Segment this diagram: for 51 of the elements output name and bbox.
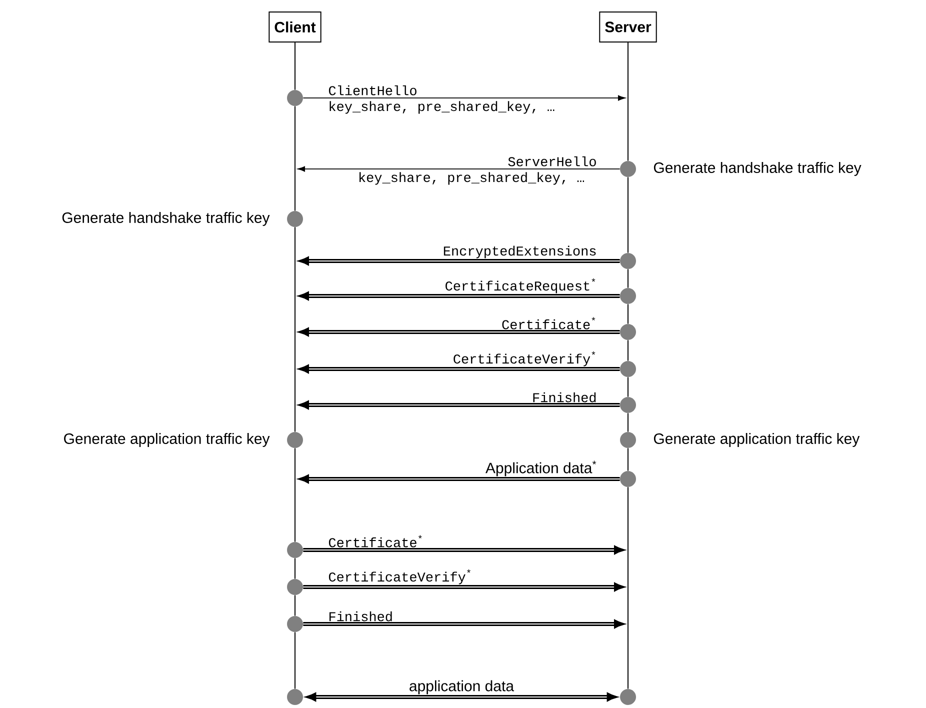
message-arrow (298, 256, 620, 266)
message-arrow (302, 582, 625, 592)
message-arrow (305, 692, 618, 702)
lifeline-box: Client (268, 11, 322, 42)
event-dot (620, 252, 636, 269)
lifeline (294, 42, 296, 90)
message-arrow (298, 166, 620, 172)
message-label: EncryptedExtensions (444, 246, 596, 258)
message-label: application data (410, 680, 514, 694)
message-label: Certificate$^{*}$ (328, 535, 422, 548)
message-arrow (298, 328, 620, 336)
parameter-label: key_share, pre_shared_key, … (360, 172, 584, 185)
event-dot (620, 688, 636, 705)
lifeline (294, 106, 296, 212)
event-note: Generate handshake traffic key (62, 212, 270, 226)
event-note: Generate handshake traffic key (654, 162, 862, 176)
lifeline (294, 226, 296, 432)
message-arrow (302, 546, 625, 554)
message-label: ClientHello (328, 85, 416, 96)
event-note: Generate application traffic key (654, 433, 860, 447)
message-label: Finished (533, 392, 596, 402)
message-arrow (298, 292, 620, 300)
message-label: Certificate$^{*}$ (502, 317, 596, 330)
message-label: CertificateVerify$^{*}$ (328, 569, 470, 584)
message-arrow (298, 364, 620, 374)
parameter-label: key_share, pre_shared_key, … (330, 101, 554, 114)
lifeline (294, 594, 296, 616)
event-dot (620, 470, 636, 487)
message-arrow (298, 400, 620, 410)
event-dot (287, 90, 303, 106)
message-arrow (298, 474, 620, 484)
message-label: CertificateVerify$^{*}$ (454, 351, 596, 366)
event-note: Generate application traffic key (64, 433, 270, 447)
event-dot (620, 288, 636, 304)
lifeline (294, 632, 296, 690)
event-dot (287, 542, 303, 558)
event-dot (287, 616, 303, 632)
event-dot (287, 578, 303, 595)
message-label: CertificateRequest$^{*}$ (446, 278, 596, 294)
event-dot (287, 688, 303, 705)
message-label: Finished (330, 611, 392, 622)
message-arrow (302, 620, 625, 628)
message-label: ServerHello (508, 156, 596, 166)
message-arrow (302, 95, 626, 101)
message-label: Application data$^{*}$ (486, 460, 596, 476)
event-dot (620, 396, 636, 413)
lifeline (294, 448, 296, 542)
event-dot (620, 324, 636, 340)
event-dot (620, 360, 636, 377)
lifeline-box: Server (599, 11, 657, 42)
lifeline (294, 558, 296, 580)
